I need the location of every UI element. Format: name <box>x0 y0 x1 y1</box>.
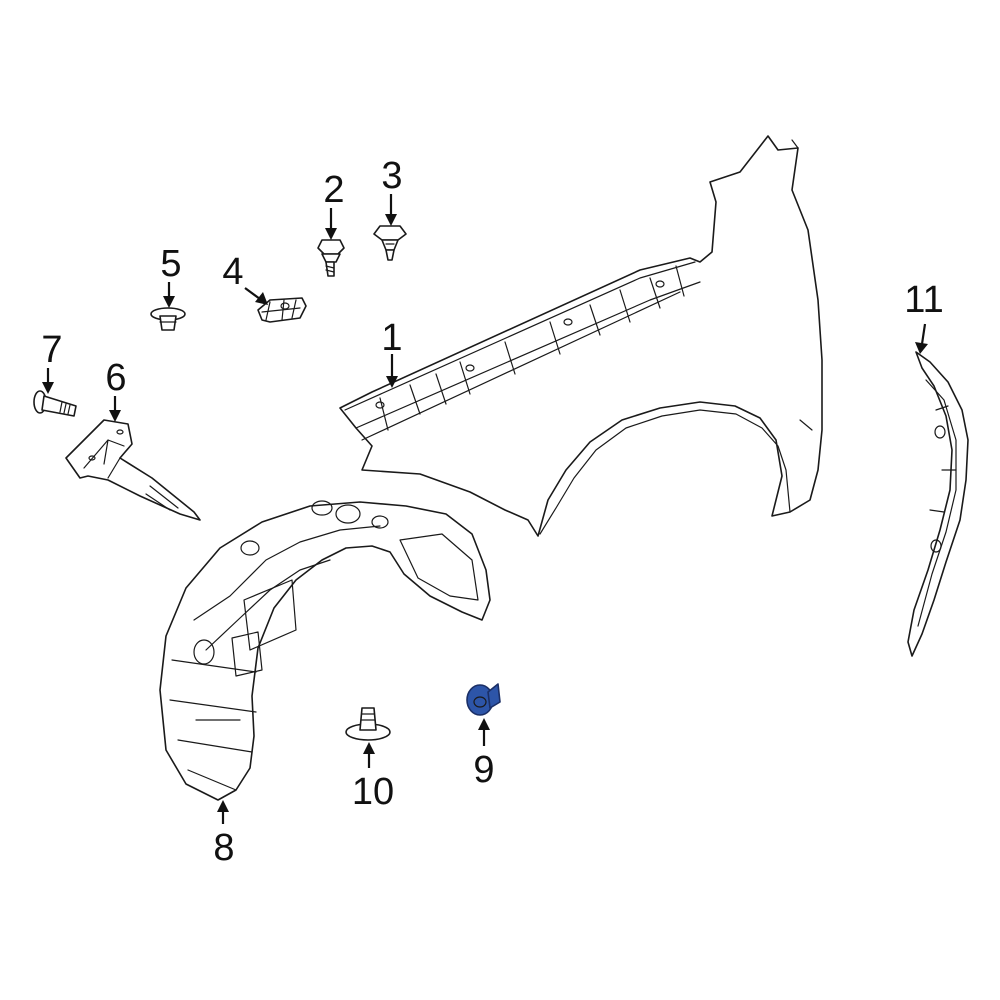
fender-part[interactable] <box>339 135 823 537</box>
filler-panel-part-11[interactable] <box>907 351 969 657</box>
bolt-part-7[interactable] <box>33 390 77 417</box>
arrowhead-7 <box>42 382 54 394</box>
highlighted-clip-part-9[interactable] <box>466 683 501 716</box>
callout-2: 2 <box>323 169 344 211</box>
arrowhead-8 <box>217 800 229 812</box>
callout-4: 4 <box>222 251 243 293</box>
callout-5: 5 <box>160 243 181 285</box>
arrowhead-9 <box>478 718 490 730</box>
arrowhead-3 <box>385 214 397 226</box>
arrowhead-6 <box>109 410 121 422</box>
push-pin-part-5[interactable] <box>150 307 186 331</box>
callout-8: 8 <box>213 827 234 869</box>
callout-10: 10 <box>352 771 394 813</box>
arrowhead-11 <box>915 342 928 354</box>
arrowhead-1 <box>386 376 398 388</box>
leader-4 <box>244 287 261 300</box>
arrowhead-4 <box>255 292 268 305</box>
callout-3: 3 <box>381 155 402 197</box>
callout-7: 7 <box>41 329 62 371</box>
bracket-part-6[interactable] <box>65 419 201 521</box>
callout-6: 6 <box>105 357 126 399</box>
push-pin-part-10[interactable] <box>345 707 391 741</box>
leader-11 <box>920 323 927 345</box>
bracket-part-4[interactable] <box>257 297 307 323</box>
callout-11: 11 <box>904 279 943 321</box>
clip-part-3[interactable] <box>373 225 407 261</box>
arrowhead-5 <box>163 296 175 308</box>
clip-part-2[interactable] <box>317 239 345 277</box>
arrowhead-10 <box>363 742 375 754</box>
callout-9: 9 <box>473 749 494 791</box>
leader-lines <box>42 194 928 824</box>
wheelhouse-liner-part-8[interactable] <box>159 500 491 801</box>
arrowhead-2 <box>325 228 337 240</box>
callout-1: 1 <box>381 317 402 359</box>
callout-labels: 1 2 3 4 5 6 7 8 9 10 11 <box>41 155 943 869</box>
